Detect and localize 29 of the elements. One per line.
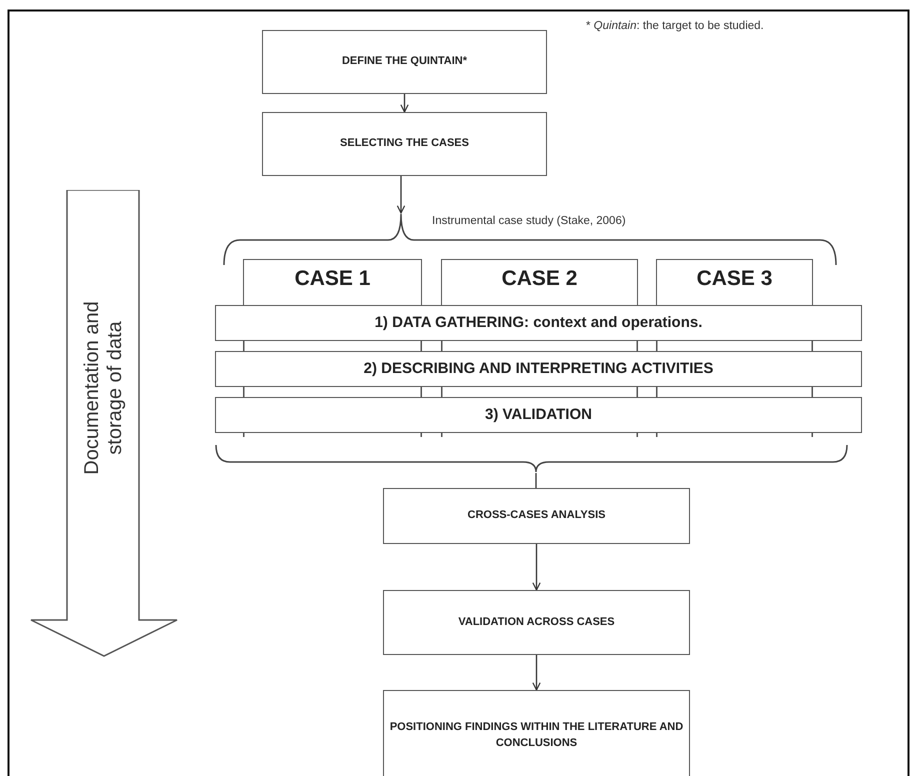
arrow [396,176,406,214]
box-label: 2) DESCRIBING AND INTERPRETING ACTIVITIES [364,359,714,380]
brace-label: Instrumental case study (Stake, 2006) [432,215,626,227]
box-label: CROSS-CASES ANALYSIS [468,508,606,524]
arrow [532,655,541,691]
box-label: CASE 3 [696,266,772,292]
phase-band [215,305,862,341]
phase-band [215,351,862,387]
box-label: SELECTING THE CASES [340,136,469,152]
process-box [383,488,690,544]
footnote: *Quintain: the target to be studied. [586,20,764,32]
box-label: VALIDATION ACROSS CASES [458,614,615,630]
process-box [262,30,547,94]
curly-brace [222,213,838,266]
arrow [532,544,541,591]
arrow [400,94,409,113]
process-box [383,690,690,776]
box-label: CASE 1 [294,266,370,292]
curly-brace [214,444,849,473]
box-label: POSITIONING FINDINGS WITHIN THE LITERATURE AND CONCLUSIONS [388,720,684,751]
block-arrow [30,190,178,657]
phase-band [215,397,862,433]
box-label: DEFINE THE QUINTAIN* [342,54,468,70]
process-box [383,590,690,655]
process-box [262,112,547,176]
box-label: 1) DATA GATHERING: context and operations. [374,313,702,334]
box-label: CASE 2 [502,266,578,292]
box-label: 3) VALIDATION [485,405,592,426]
rotated-label: Documentation and storage of data [81,300,127,477]
